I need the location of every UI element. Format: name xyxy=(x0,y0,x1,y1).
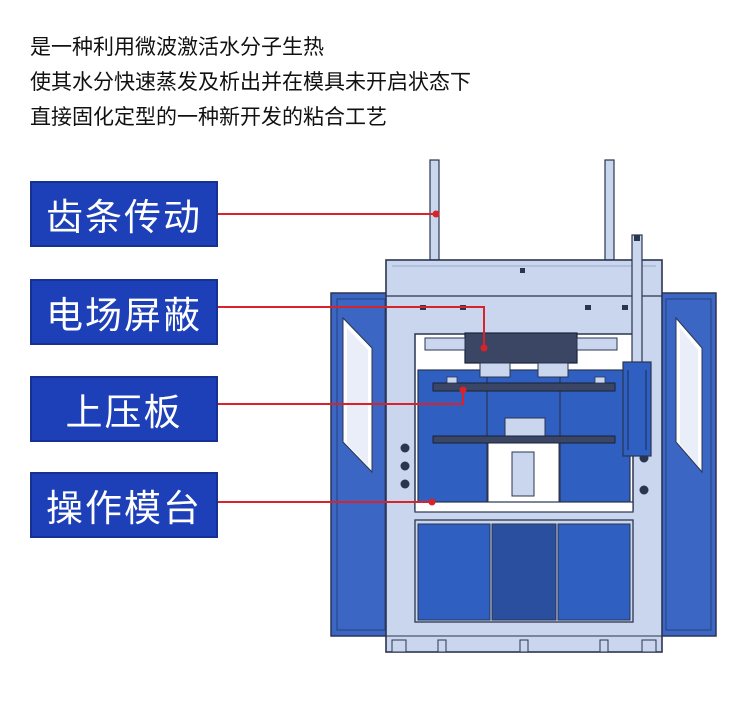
callout-press-plate: 上压板 xyxy=(30,376,218,442)
callout-field-shield: 电场屏蔽 xyxy=(30,279,218,345)
leader-dot-press-plate xyxy=(459,386,467,394)
leader-dot-table xyxy=(428,498,436,506)
operating-table xyxy=(414,501,634,513)
description-line-3: 直接固化定型的一种新开发的粘合工艺 xyxy=(30,105,387,129)
callout-rack-drive: 齿条传动 xyxy=(30,181,218,247)
upper-press-plate xyxy=(432,376,616,444)
description-line-2: 使其水分快速蒸发及析出并在模具未开启状态下 xyxy=(30,70,471,94)
rack-drive-rails xyxy=(429,159,615,261)
leader-lines xyxy=(218,210,488,506)
right-side-door xyxy=(660,292,717,637)
description-line-1: 是一种利用微波激活水分子生热 xyxy=(30,35,324,59)
callout-operating-table: 操作模台 xyxy=(30,472,218,538)
lower-cabinet xyxy=(414,519,634,623)
leader-line-shield xyxy=(218,306,485,348)
left-side-door xyxy=(330,292,392,637)
actuator-column xyxy=(622,234,652,457)
leader-line-press-plate xyxy=(218,392,464,405)
leader-dot-rack-drive xyxy=(432,210,440,218)
leader-dot-shield xyxy=(480,344,488,352)
description-text: 是一种利用微波激活水分子生热 使其水分快速蒸发及析出并在模具未开启状态下 直接固… xyxy=(30,30,471,135)
